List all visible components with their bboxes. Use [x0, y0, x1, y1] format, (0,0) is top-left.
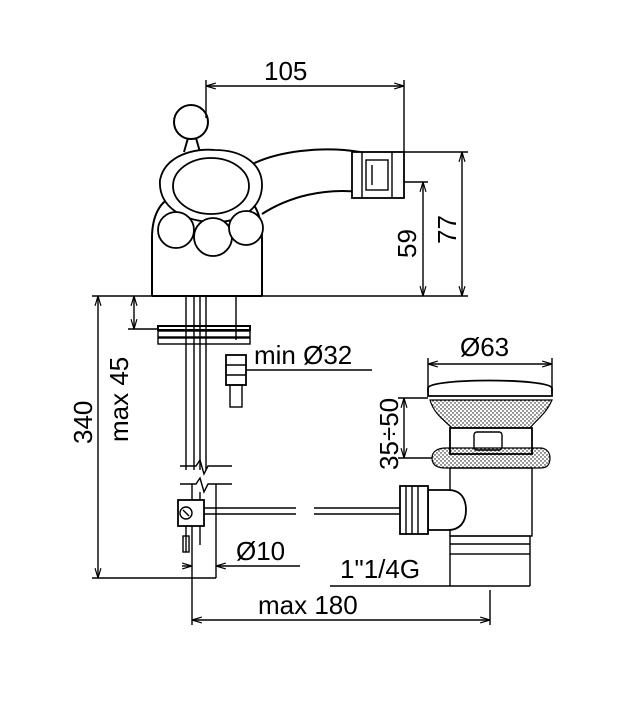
dim-d63: Ø63: [460, 332, 509, 362]
waste-thread: [449, 535, 531, 555]
dim-max-45: max 45: [104, 357, 134, 442]
spout-aerator: [351, 151, 405, 199]
waste-locknut: [431, 447, 551, 469]
handle-lobe-left: [157, 211, 195, 249]
waste-side-nut: [399, 485, 429, 535]
pop-up-waste: [399, 379, 553, 555]
dim-thread: 1"1/4G: [340, 554, 420, 584]
dim-35-50: 35÷50: [374, 398, 404, 470]
dim-min-d32: min Ø32: [254, 340, 352, 370]
lever-ball: [173, 104, 209, 140]
under-counter-fixing: [152, 295, 400, 579]
dim-77: 77: [432, 215, 462, 244]
dimension-labels: 105 77 59 max 45 340 min Ø32 Ø63 35÷50 Ø…: [68, 56, 509, 620]
handle-top: [172, 157, 250, 215]
waste-flange: [429, 399, 553, 429]
dimension-lines: [92, 80, 553, 625]
dim-max-180: max 180: [258, 590, 358, 620]
dim-105: 105: [264, 56, 307, 86]
handle-lobe-right: [228, 210, 264, 246]
dim-d10: Ø10: [236, 536, 285, 566]
dim-59: 59: [392, 229, 422, 258]
handle-lobe-center: [193, 217, 233, 257]
waste-cap: [427, 379, 553, 397]
dim-340: 340: [68, 401, 98, 444]
mixer-body: [151, 104, 405, 296]
